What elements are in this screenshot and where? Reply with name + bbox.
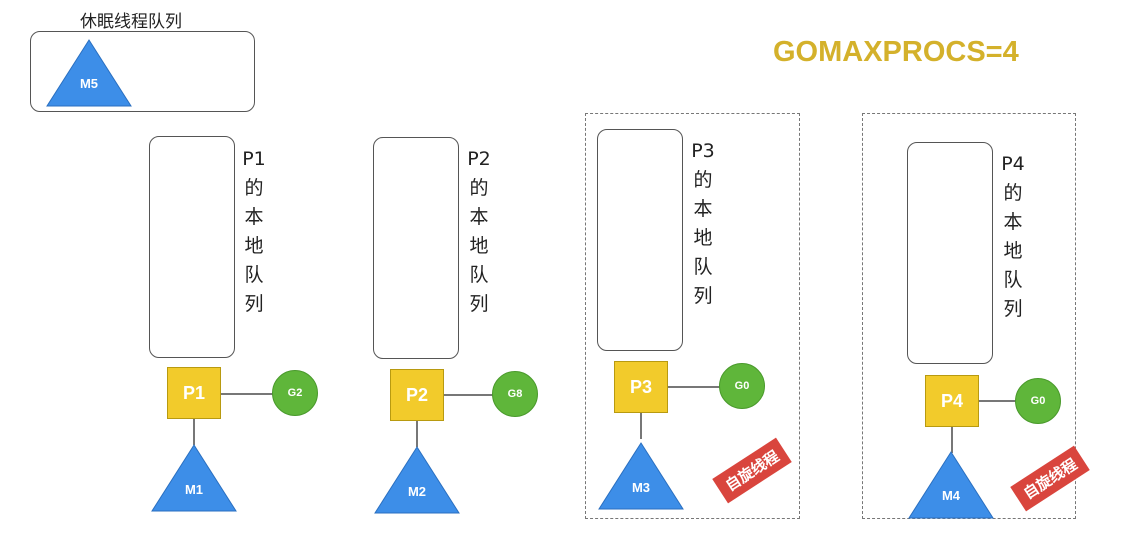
sleeping-thread-m5 [46,39,132,107]
local-queue-p4 [907,142,993,364]
link-p3-m3 [640,413,642,439]
thread-label-m5: M5 [79,76,99,91]
link-p1-g2 [221,393,273,395]
link-p4-m4 [951,427,953,453]
link-p2-g8 [443,394,495,396]
processor-p2: P2 [390,369,444,421]
thread-m1 [151,444,237,512]
link-p4-g0 [977,400,1019,402]
sleep-queue-title: 休眠线程队列 [80,12,182,32]
goroutine-g2: G2 [272,370,318,416]
goroutine-g8: G8 [492,371,538,417]
processor-p3: P3 [614,361,668,413]
link-p2-m2 [416,421,418,447]
gomaxprocs-title: GOMAXPROCS=4 [773,36,1019,68]
goroutine-g0-p3: G0 [719,363,765,409]
spinning-group-p3 [585,113,800,519]
thread-label-m1: M1 [184,482,204,497]
thread-label-m3: M3 [631,480,651,495]
processor-p4: P4 [925,375,979,427]
local-queue-p3 [597,129,683,351]
link-p3-g0 [667,386,721,388]
thread-label-m4: M4 [941,488,961,503]
thread-m3 [598,442,684,510]
local-queue-p2 [373,137,459,359]
thread-m4 [908,451,994,519]
goroutine-g0-p4: G0 [1015,378,1061,424]
thread-m2 [374,446,460,514]
processor-p1: P1 [167,367,221,419]
local-queue-p1 [149,136,235,358]
link-p1-m1 [193,419,195,445]
thread-label-m2: M2 [407,484,427,499]
